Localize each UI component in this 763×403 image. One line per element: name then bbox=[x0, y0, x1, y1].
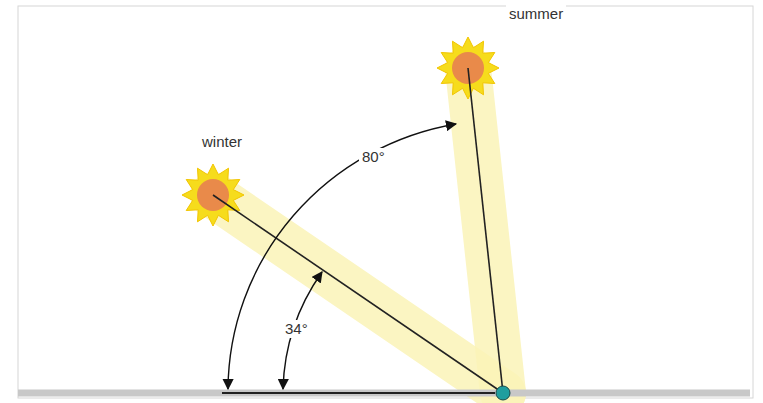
angle-label: 34° bbox=[282, 320, 311, 338]
horizontal-reference bbox=[222, 392, 495, 394]
summer-beam bbox=[468, 68, 503, 393]
angle-arc bbox=[283, 272, 322, 389]
season-label: winter bbox=[199, 133, 245, 151]
observer-dot bbox=[496, 386, 510, 400]
winter-beam bbox=[213, 195, 503, 393]
summer-ray bbox=[468, 68, 503, 393]
winter-ray bbox=[213, 195, 503, 393]
angle-label: 80° bbox=[359, 148, 388, 166]
ground-line bbox=[18, 390, 750, 397]
season-label: summer bbox=[506, 5, 566, 23]
angle-arc bbox=[228, 124, 456, 389]
frame bbox=[18, 6, 753, 398]
